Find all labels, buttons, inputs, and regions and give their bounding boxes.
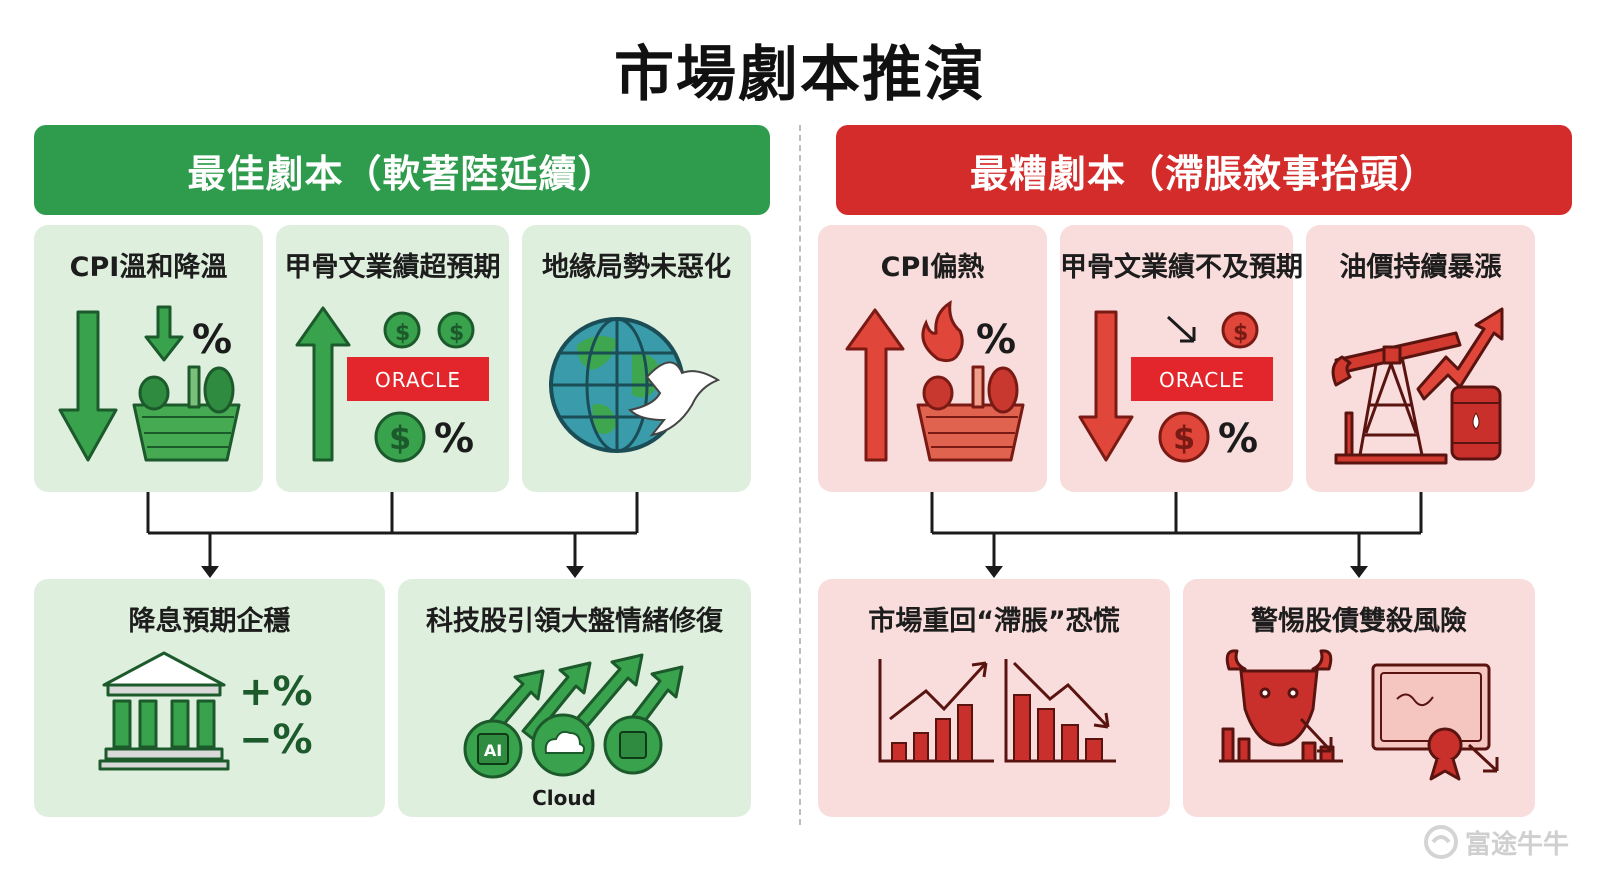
factor-label: 油價持續暴漲 (1339, 252, 1502, 283)
factor-label: CPI溫和降溫 (69, 252, 228, 283)
factor-label: 甲骨文業績不及預期 (1060, 252, 1303, 283)
svg-text:$: $ (1233, 321, 1248, 346)
outcome-label: 降息預期企穩 (128, 606, 291, 637)
futu-logo-icon (1424, 825, 1458, 859)
svg-text:$: $ (449, 321, 464, 346)
center-divider (799, 125, 801, 825)
svg-text:$: $ (1173, 419, 1195, 457)
svg-text:ORACLE: ORACLE (1159, 368, 1245, 392)
ai-chip-label: AI (484, 741, 502, 760)
worst-case-banner: 最糟劇本（滯脹敘事抬頭） (836, 125, 1572, 215)
svg-text:ORACLE: ORACLE (375, 368, 461, 392)
factor-card-oracle-beat: 甲骨文業績超預期 $ $ ORACLE $ % (276, 225, 509, 492)
outcome-card-stock-bond-selloff: 警惕股債雙殺風險 (1183, 579, 1535, 817)
percent-glyph: % (192, 317, 232, 363)
globe-dove-icon (549, 317, 721, 453)
ai-cloud-chip-arrows-icon: AI Cloud (463, 653, 684, 810)
bank-plus-minus-icon: +% −% (98, 651, 313, 771)
svg-text:$: $ (395, 321, 410, 346)
bull-bond-down-icon (1219, 649, 1499, 781)
outcome-label: 科技股引領大盤情緒修復 (426, 606, 723, 637)
outcome-label: 市場重回“滯脹”恐慌 (868, 606, 1120, 637)
oracle-logo (1131, 357, 1273, 401)
down-arrow-basket-icon: % (58, 305, 241, 462)
up-arrow-fire-basket-icon: % (845, 300, 1025, 462)
outcome-card-stagflation-panic: 市場重回“滯脹”恐慌 (818, 579, 1170, 817)
oracle-logo (347, 357, 489, 401)
factor-label: 甲骨文業績超預期 (284, 252, 501, 283)
rise-fall-bars-icon (878, 659, 1116, 763)
factor-card-oil-surge: 油價持續暴漲 (1306, 225, 1535, 492)
factor-card-cpi-cooling: CPI溫和降溫 % (34, 225, 263, 492)
outcome-card-tech-led-recovery: 科技股引領大盤情緒修復 AI Cloud (398, 579, 751, 817)
page-title: 市場劇本推演 (614, 40, 986, 110)
cloud-label: Cloud (532, 786, 596, 810)
factor-card-geopolitics-stable: 地緣局勢未惡化 (522, 225, 751, 492)
down-arrow-oracle-icon: $ ORACLE $ % (1078, 310, 1273, 463)
watermark-text: 富途牛牛 (1465, 829, 1570, 860)
oil-pump-rising-icon (1331, 307, 1504, 465)
plus-percent: +% (239, 669, 313, 715)
svg-text:%: % (1218, 416, 1258, 462)
factor-card-cpi-hot: CPI偏熱 % (818, 225, 1047, 492)
outcome-card-rate-cut-stable: 降息預期企穩 +% −% (34, 579, 385, 817)
watermark: 富途牛牛 (1423, 822, 1569, 862)
factor-label: CPI偏熱 (880, 252, 985, 283)
up-arrow-oracle-icon: $ $ ORACLE $ % (295, 306, 489, 463)
svg-text:$: $ (389, 419, 411, 457)
minus-percent: −% (239, 717, 313, 763)
svg-text:%: % (434, 416, 474, 462)
factor-label: 地緣局勢未惡化 (542, 252, 731, 283)
outcome-label: 警惕股債雙殺風險 (1251, 606, 1467, 637)
svg-text:%: % (976, 317, 1016, 363)
best-case-banner: 最佳劇本（軟著陸延續） (34, 125, 770, 215)
factor-card-oracle-miss: 甲骨文業績不及預期 $ ORACLE $ % (1060, 225, 1303, 492)
